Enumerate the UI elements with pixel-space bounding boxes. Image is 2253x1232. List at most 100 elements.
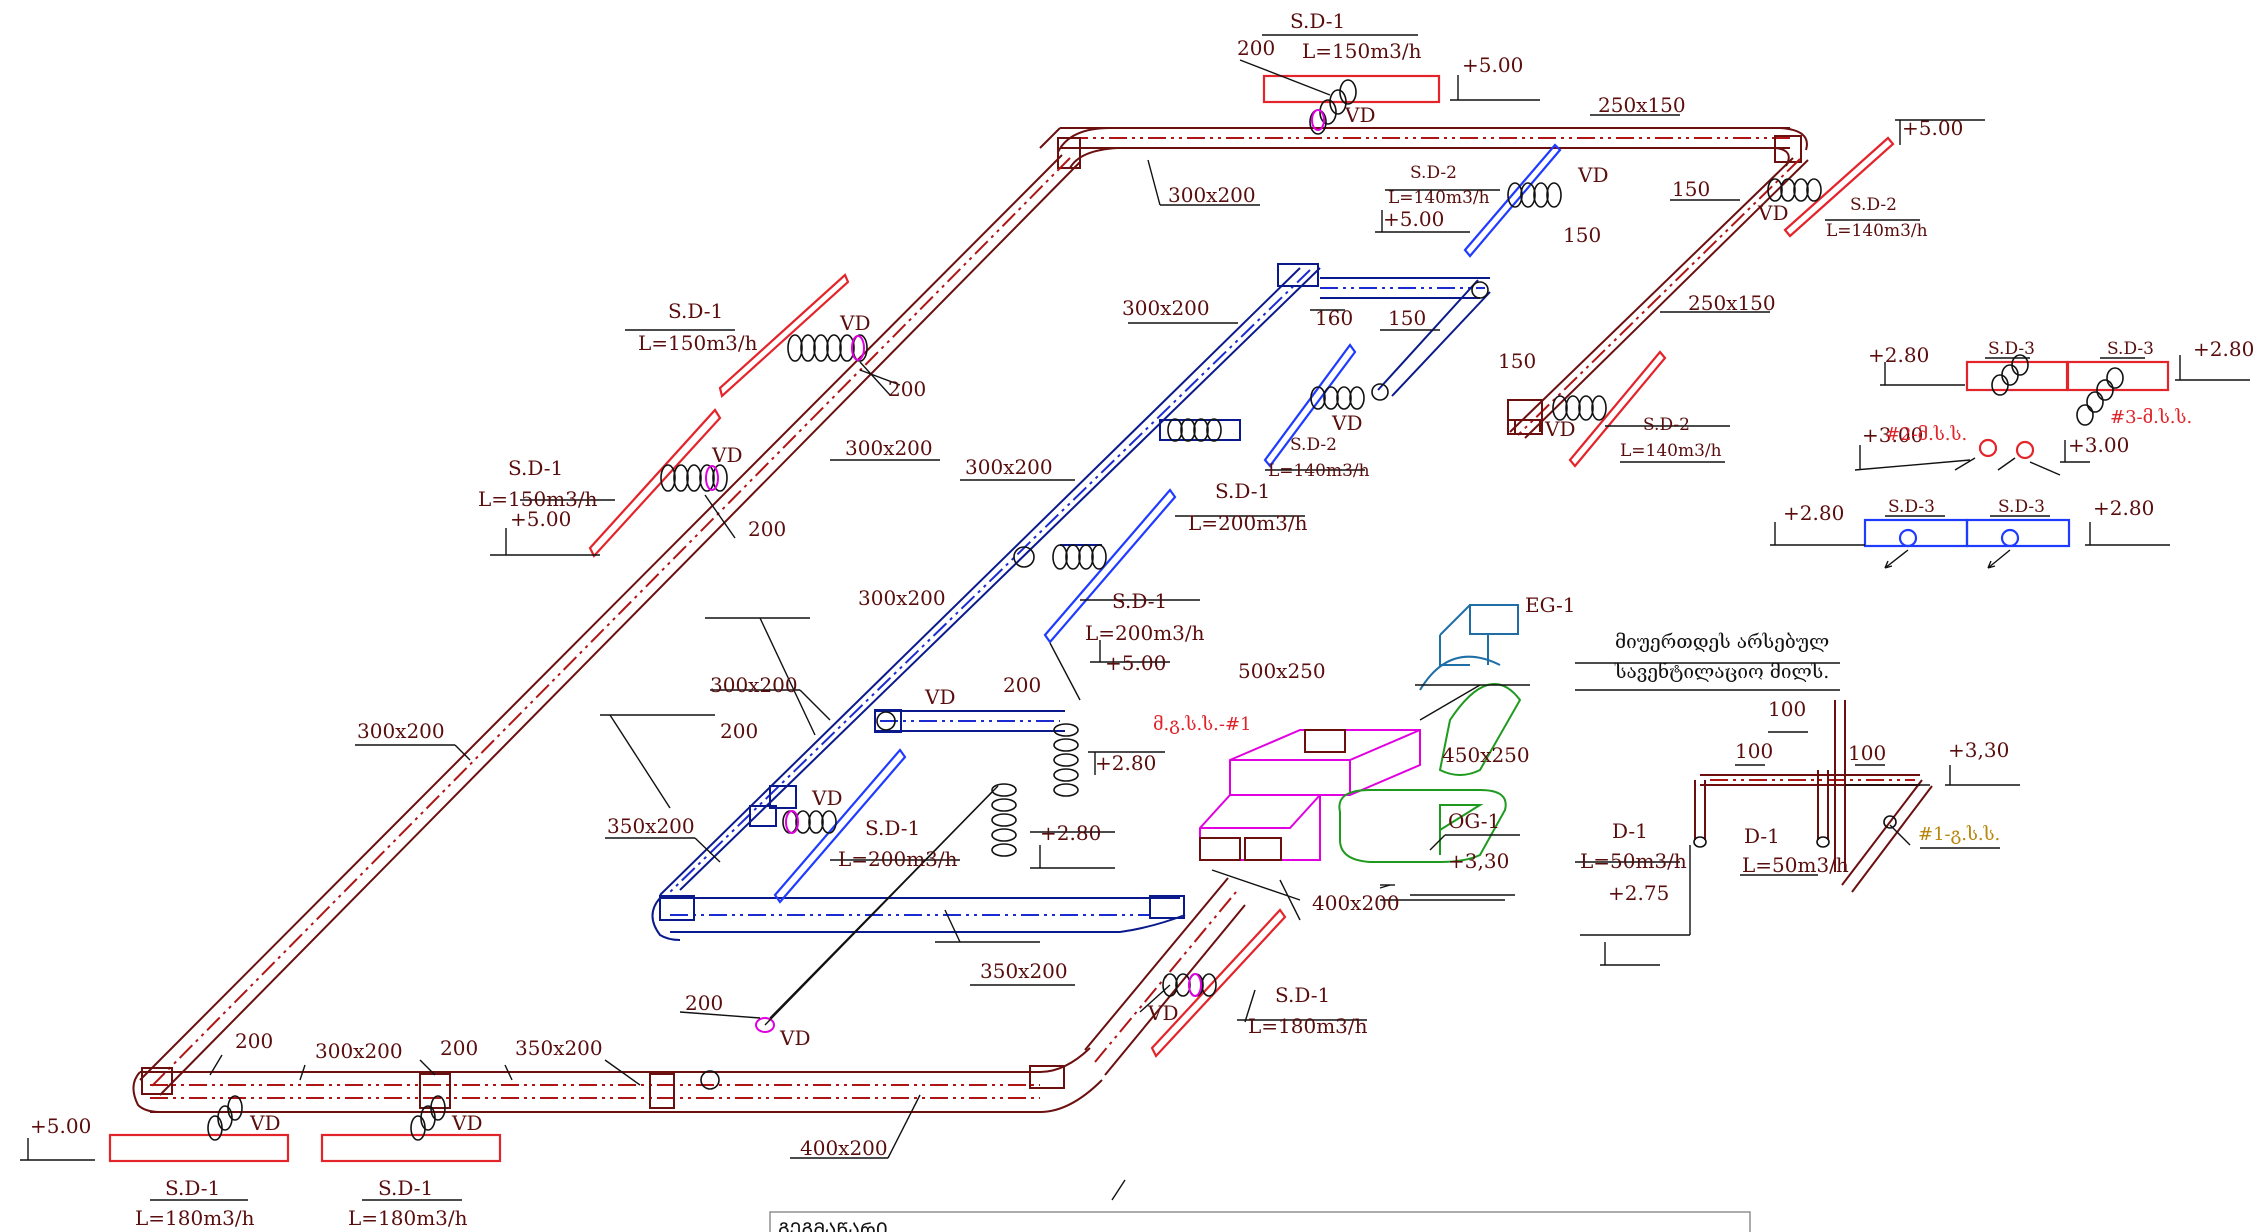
round-duct-drop (700, 1070, 720, 1090)
flow-arrow (1884, 549, 1909, 569)
elevation-label: +2.80 (1040, 821, 1101, 845)
note-line: მიუერთდეს არსებულ (1615, 631, 1829, 653)
diffuser-flow: L=140m3/h (1826, 221, 1928, 241)
duct-size-label: 400x200 (800, 1136, 888, 1160)
elbow-fitting-bottom-right (1029, 1065, 1065, 1089)
fan-label: EG-1 (1525, 593, 1575, 617)
exhaust-connection (1419, 655, 1501, 691)
flex-duct (207, 1095, 243, 1141)
diffuser-name: D-1 (1744, 824, 1780, 848)
duct-size-label: 350x200 (980, 959, 1068, 983)
duct-size-label: 300x200 (845, 436, 933, 460)
round-duct-riser (769, 785, 999, 1019)
supply-duct-network (132, 127, 1809, 1113)
vd-label: VD (451, 1111, 482, 1135)
duct-size-label: 300x200 (315, 1039, 403, 1063)
vd-label: VD (1757, 201, 1788, 225)
elevation-label: +2.80 (1868, 343, 1929, 367)
duct-size-label: 200 (720, 719, 758, 743)
duct-size-label: 300x200 (357, 719, 445, 743)
elevation-labels: +5.00 +5.00 +5.00 +5.00 +5.00 +5.00 +2.8… (30, 53, 2253, 1138)
reducer-fitting (649, 1073, 675, 1109)
duct-size-label: 200 (685, 991, 723, 1015)
unit-label: #2-მ.ს.ს. (1885, 424, 1967, 445)
unit-label: #1-გ.ს.ს. (1918, 824, 2000, 845)
flow-arrow (1954, 457, 2016, 471)
diffuser-name: S.D-1 (865, 816, 920, 840)
damper-marker (785, 810, 799, 834)
air-handling-unit (1199, 604, 1522, 863)
branch-takeoff (749, 805, 777, 827)
title-block (769, 1211, 1751, 1232)
intake-duct (1438, 683, 1522, 776)
duct-size-label: 150 (1563, 223, 1601, 247)
elevation-label: +3,30 (1948, 738, 2009, 762)
duct-size-label: 200 (235, 1029, 273, 1053)
d-1-diffuser (1816, 836, 1830, 848)
diffusers-blue (773, 143, 2071, 904)
duct-size-label: 200 (888, 377, 926, 401)
duct-size-label: 450x250 (1442, 743, 1530, 767)
duct-size-label: 200 (748, 517, 786, 541)
diffuser-flow: L=200m3/h (838, 847, 958, 871)
diffuser-flow: L=200m3/h (1085, 621, 1205, 645)
duct-end-cap (1277, 263, 1319, 287)
diffuser-flow: L=140m3/h (1620, 441, 1722, 461)
diffuser-flow: L=150m3/h (638, 331, 758, 355)
duct-size-label: 100 (1735, 739, 1773, 763)
diffuser-name: S.D-1 (378, 1176, 433, 1200)
supply-diffuser (2066, 360, 2170, 392)
branch-duct (1159, 419, 1241, 441)
diffuser-flow: L=140m3/h (1268, 461, 1370, 481)
diffuser-flow: L=200m3/h (1188, 511, 1308, 535)
damper-marker (1311, 109, 1325, 131)
duct-size-label: 300x200 (710, 673, 798, 697)
elevation-label: +2.80 (1783, 501, 1844, 525)
fan-coil-outlet (2015, 440, 2035, 460)
elevation-label: +5.00 (510, 507, 571, 531)
duct-size-label: 150 (1388, 306, 1426, 330)
duct-size-label: 350x200 (515, 1036, 603, 1060)
vd-label: VD (924, 685, 955, 709)
supply-diffusers-red (108, 74, 2170, 1163)
unit-label: მ.გ.ს.ს.-#1 (1153, 714, 1252, 735)
vd-label: VD (1344, 103, 1375, 127)
elevation-label: +5.00 (1383, 207, 1444, 231)
elbow-fitting-bottom-left (141, 1067, 173, 1095)
elbow-fitting (659, 895, 695, 921)
supply-diffuser (1568, 350, 1667, 468)
diffuser-name: S.D-2 (1410, 163, 1457, 183)
duct-size-label: 250x150 (1688, 291, 1776, 315)
duct-size-label: 100 (1768, 697, 1806, 721)
duct-size-label: 350x200 (607, 814, 695, 838)
round-duct-drop (1371, 383, 1389, 401)
diffuser-name: S.D-1 (668, 299, 723, 323)
flex-duct (1052, 544, 1107, 570)
diffuser-name: S.D-1 (165, 1176, 220, 1200)
damper-labels: VD VD VD VD VD VD VD VD VD VD VD VD VD (249, 103, 1788, 1135)
diffuser-name: S.D-1 (1215, 479, 1270, 503)
return-diffuser (1965, 518, 2071, 548)
supply-diffuser (1783, 136, 1895, 238)
diffuser-flow: L=150m3/h (1302, 39, 1422, 63)
vd-label: VD (711, 443, 742, 467)
return-fitting (1898, 528, 1918, 548)
supply-diffuser (718, 273, 850, 399)
diffuser-flow: L=180m3/h (1248, 1014, 1368, 1038)
round-duct-drop (1013, 546, 1035, 568)
elevation-label: +2.80 (2093, 496, 2154, 520)
diffuser-flow: L=50m3/h (1580, 849, 1687, 873)
elbow-fitting-top-left (1057, 137, 1081, 169)
exhaust-fan-marker (1883, 815, 1897, 829)
return-duct-network (651, 263, 1491, 941)
damper-marker (851, 335, 865, 361)
flex-duct (1309, 79, 1357, 135)
flex-duct (1310, 386, 1365, 410)
flex-duct (1767, 178, 1822, 202)
vd-label: VD (1577, 163, 1608, 187)
unit-label: #3-მ.ს.ს. (2110, 407, 2192, 428)
fan-eg-1 (1439, 604, 1519, 666)
duct-size-label: 200 (1237, 36, 1275, 60)
outdoor-grille-og-1 (1338, 789, 1507, 863)
